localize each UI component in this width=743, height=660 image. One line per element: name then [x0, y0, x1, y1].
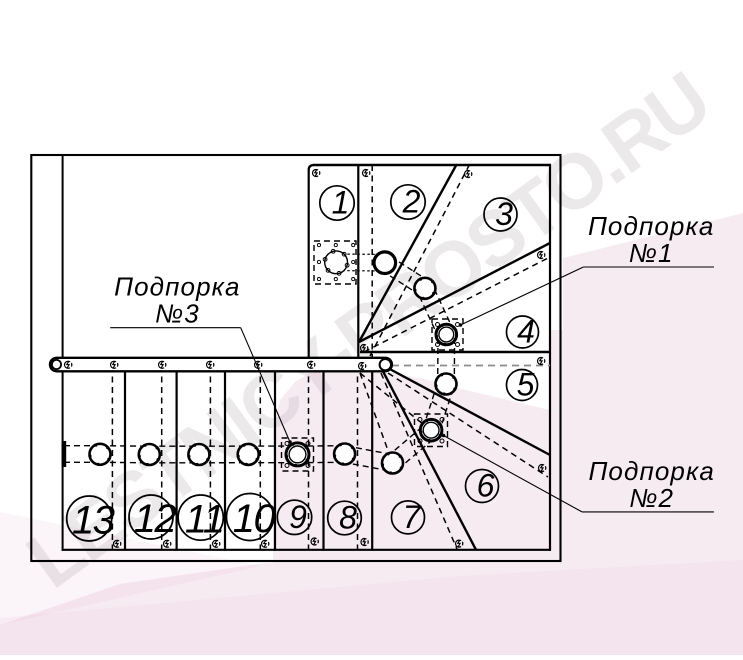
svg-text:12: 12 — [134, 497, 177, 541]
svg-text:Подпорка: Подпорка — [114, 271, 240, 301]
svg-text:7: 7 — [403, 499, 422, 535]
svg-text:2: 2 — [402, 184, 421, 220]
svg-text:Подпорка: Подпорка — [588, 456, 714, 486]
svg-text:5: 5 — [517, 367, 535, 403]
svg-text:4: 4 — [517, 314, 535, 350]
svg-text:№3: №3 — [155, 298, 200, 328]
svg-text:9: 9 — [289, 499, 307, 535]
svg-text:11: 11 — [185, 497, 224, 541]
svg-text:10: 10 — [233, 497, 276, 541]
svg-text:6: 6 — [477, 468, 495, 504]
svg-text:3: 3 — [495, 196, 513, 232]
svg-text:№2: №2 — [629, 483, 674, 513]
svg-text:Подпорка: Подпорка — [588, 211, 714, 241]
svg-text:8: 8 — [339, 500, 357, 536]
svg-text:1: 1 — [332, 185, 350, 221]
svg-text:13: 13 — [72, 498, 115, 542]
svg-text:№1: №1 — [629, 238, 674, 268]
